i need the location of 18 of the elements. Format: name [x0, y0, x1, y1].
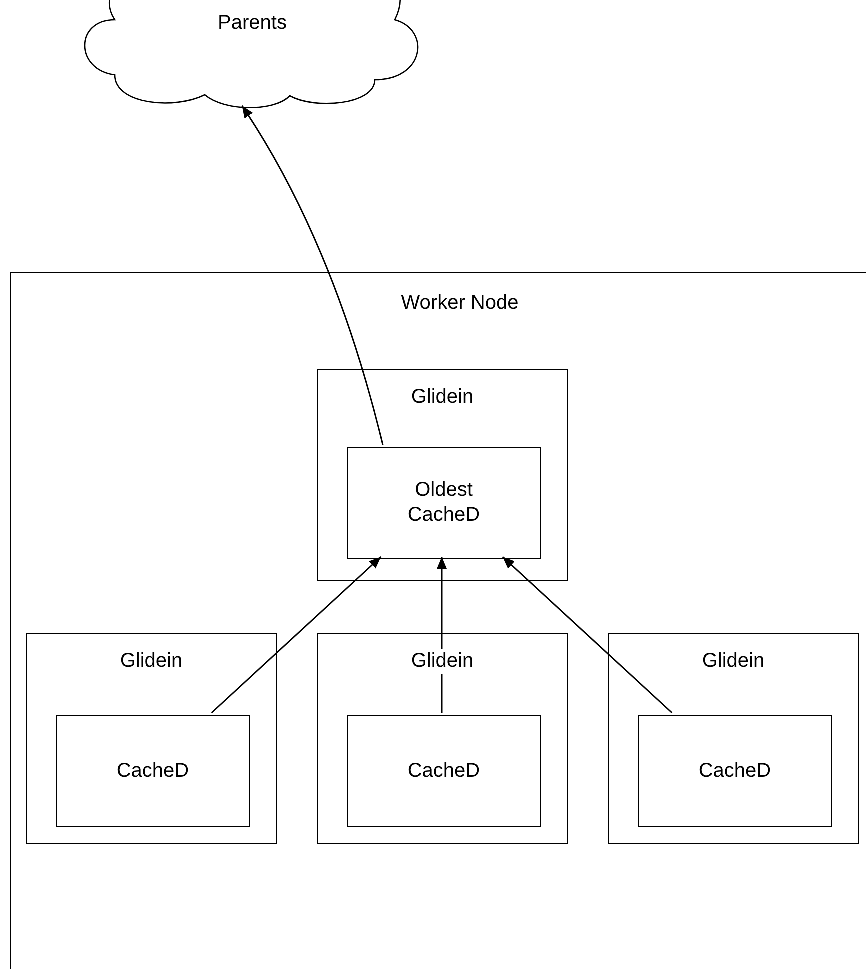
arrow [242, 106, 384, 446]
box-label: Oldest CacheD [406, 478, 482, 528]
box-label: CacheD [116, 758, 190, 784]
box-label: CacheD [406, 758, 482, 784]
glidein-box [317, 633, 568, 844]
box-label: CacheD [698, 758, 772, 784]
glidein-box [608, 633, 859, 844]
glidein-box [317, 369, 568, 581]
arrow [502, 556, 673, 714]
cached-box [347, 715, 541, 827]
arrow [437, 557, 447, 713]
arrow [211, 556, 382, 714]
cached-box [638, 715, 832, 827]
worker-node-region [10, 272, 866, 969]
glidein-box [26, 633, 277, 844]
cloud-label: Parents [218, 11, 287, 36]
cached-box [56, 715, 250, 827]
cached-box [347, 447, 541, 559]
